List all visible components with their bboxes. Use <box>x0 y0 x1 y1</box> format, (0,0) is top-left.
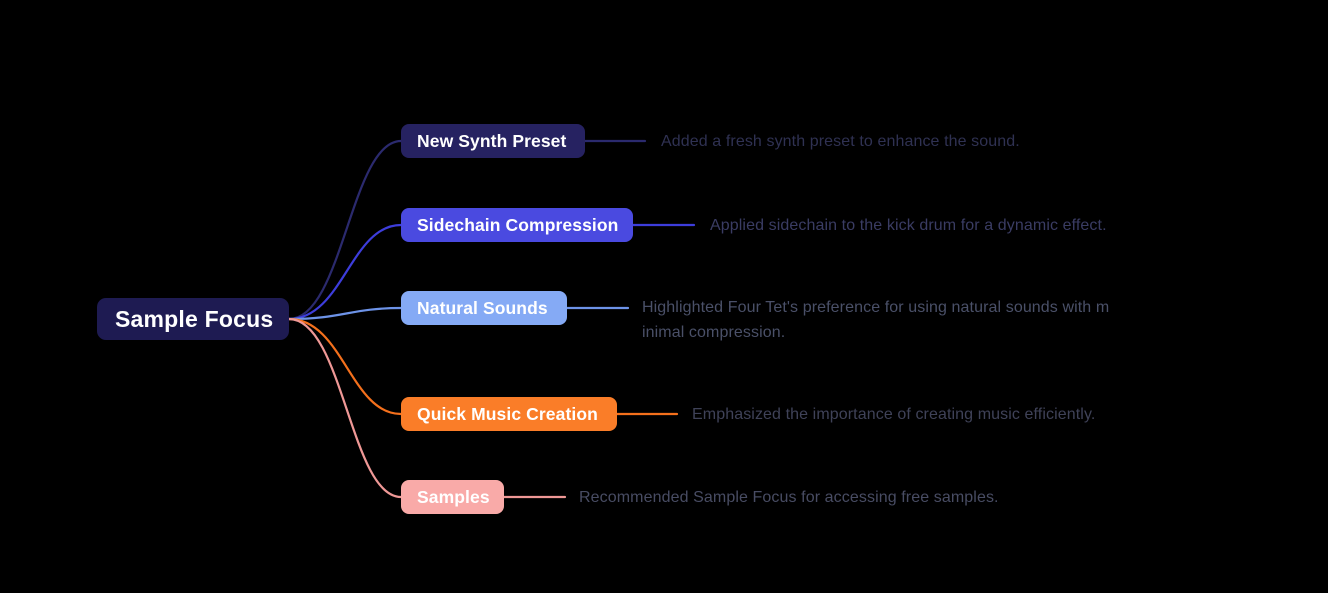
branch-node-label: Samples <box>417 486 490 507</box>
description-sidechain-compression: Applied sidechain to the kick drum for a… <box>710 213 1170 238</box>
branch-node-samples[interactable]: Samples <box>401 480 504 514</box>
description-line: inimal compression. <box>642 324 786 341</box>
edge-root-to-sidechain-compression <box>287 223 403 321</box>
edge-root-to-natural-sounds <box>287 306 403 321</box>
branch-node-label: New Synth Preset <box>417 130 567 151</box>
branch-node-new-synth-preset[interactable]: New Synth Preset <box>401 124 585 158</box>
description-natural-sounds: Highlighted Four Tet's preference for us… <box>642 295 1142 345</box>
edge-root-to-new-synth-preset <box>287 139 403 321</box>
root-node-label: Sample Focus <box>115 305 274 332</box>
description-line: Applied sidechain to the kick drum for a… <box>710 217 1107 234</box>
branch-node-label: Sidechain Compression <box>417 214 619 235</box>
branch-node-quick-music-creation[interactable]: Quick Music Creation <box>401 397 617 431</box>
description-new-synth-preset: Added a fresh synth preset to enhance th… <box>661 129 1081 154</box>
description-samples: Recommended Sample Focus for accessing f… <box>579 485 1029 510</box>
description-quick-music-creation: Emphasized the importance of creating mu… <box>692 402 1142 427</box>
branch-node-label: Natural Sounds <box>417 297 548 318</box>
branch-node-label: Quick Music Creation <box>417 403 598 424</box>
edge-root-to-samples <box>287 317 403 499</box>
edge-root-to-quick-music-creation <box>287 317 403 416</box>
branch-node-sidechain-compression[interactable]: Sidechain Compression <box>401 208 633 242</box>
description-line: Added a fresh synth preset to enhance th… <box>661 133 1020 150</box>
description-line: Emphasized the importance of creating mu… <box>692 406 1096 423</box>
root-node[interactable]: Sample Focus <box>97 298 289 340</box>
branch-node-natural-sounds[interactable]: Natural Sounds <box>401 291 567 325</box>
description-line: Highlighted Four Tet's preference for us… <box>642 299 1110 316</box>
description-line: Recommended Sample Focus for accessing f… <box>579 489 999 506</box>
